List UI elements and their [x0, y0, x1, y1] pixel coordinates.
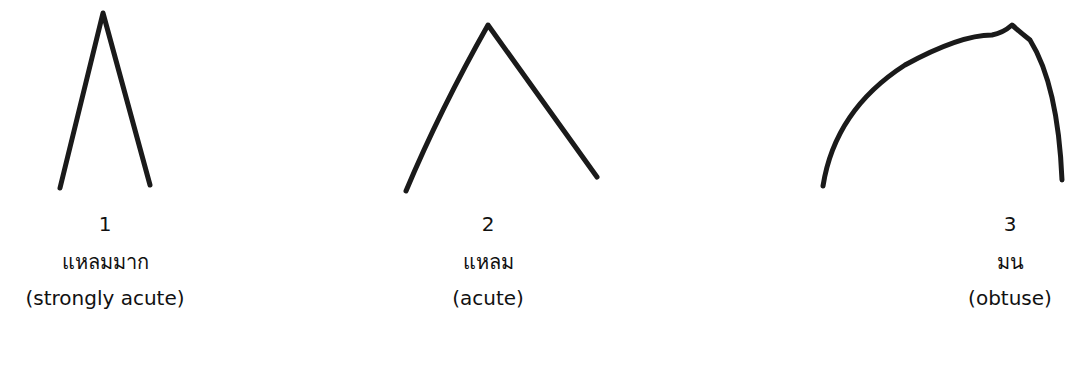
acute-apex: [406, 25, 597, 191]
thai-term: แหลมมาก: [62, 250, 149, 274]
english-term: (obtuse): [968, 286, 1052, 310]
obtuse-apex: [823, 25, 1062, 186]
callout-number: 2: [482, 212, 495, 236]
english-term: (strongly acute): [25, 286, 184, 310]
thai-term: แหลม: [463, 250, 514, 274]
callout-number: 3: [1004, 212, 1017, 236]
callout-number: 1: [99, 212, 112, 236]
strongly-acute-apex: [60, 13, 150, 188]
thai-term: มน: [997, 250, 1024, 274]
english-term: (acute): [452, 286, 524, 310]
